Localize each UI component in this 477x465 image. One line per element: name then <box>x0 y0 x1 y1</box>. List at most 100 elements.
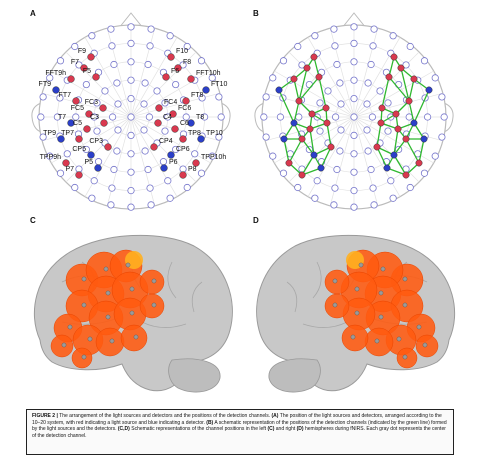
grid-position <box>316 127 324 135</box>
grid-position <box>179 165 187 173</box>
optode-marker <box>390 53 398 61</box>
grid-position <box>431 152 439 160</box>
channel-line <box>293 100 300 124</box>
panel-label-d: D <box>253 216 259 225</box>
grid-position <box>140 126 148 134</box>
grid-position <box>146 42 154 50</box>
grid-position <box>144 60 152 69</box>
grid-position <box>389 194 397 202</box>
optode-marker <box>425 86 433 94</box>
grid-position <box>295 113 303 121</box>
electrode-label: FFT9h <box>45 70 66 77</box>
grid-position <box>164 177 172 185</box>
optode-marker <box>390 151 398 159</box>
grid-position <box>350 168 358 176</box>
optode-marker <box>306 125 314 133</box>
grid-position <box>46 152 54 160</box>
optode-marker <box>373 143 381 151</box>
channel-line <box>320 146 332 169</box>
channel-dot <box>105 314 111 320</box>
optode-marker <box>280 135 288 143</box>
grid-position <box>127 58 135 66</box>
grid-position <box>350 131 358 140</box>
brain-sulcus <box>286 281 298 313</box>
electrode-marker <box>62 159 70 167</box>
grid-position <box>46 74 54 82</box>
grid-position <box>370 201 378 209</box>
electrode-marker <box>155 104 163 112</box>
channel-line <box>288 138 303 164</box>
electrode-label: P8 <box>188 166 197 173</box>
channel-line <box>298 67 308 102</box>
optode-marker <box>402 135 410 143</box>
grid-position <box>262 93 270 101</box>
channel-line <box>408 78 415 102</box>
electrode-label: F5 <box>83 68 91 75</box>
electrode-marker <box>167 151 175 159</box>
grid-position <box>93 127 101 135</box>
electrode-label: F7 <box>71 59 79 66</box>
head-map-channels <box>254 12 454 211</box>
channel-line <box>405 138 420 164</box>
grid-position <box>363 100 371 108</box>
caption-ref-a: (A) <box>271 413 279 419</box>
channel-line <box>318 76 327 109</box>
grid-position <box>350 58 358 66</box>
grid-position <box>146 184 154 192</box>
grid-position <box>350 95 358 103</box>
electrode-label: FFT10h <box>196 70 221 77</box>
electrode-label: C6 <box>180 120 189 127</box>
electrode-marker <box>160 164 168 172</box>
channel-line <box>408 100 415 124</box>
electrode-marker <box>52 86 60 94</box>
grid-position <box>191 150 199 158</box>
grid-position <box>183 183 191 192</box>
optode-marker <box>295 97 303 105</box>
grid-position <box>369 184 377 192</box>
electrode-marker <box>83 125 91 133</box>
grid-position <box>332 113 340 121</box>
channel-line <box>298 76 320 102</box>
grid-position <box>183 42 191 51</box>
electrode-marker <box>192 159 200 167</box>
grid-position <box>269 74 277 82</box>
electrode-marker <box>57 135 65 143</box>
grid-position <box>313 177 321 185</box>
grid-position <box>431 74 439 82</box>
electrode-marker <box>80 64 88 72</box>
grid-position <box>94 158 103 166</box>
grid-position <box>269 152 277 160</box>
electrode-marker <box>179 135 187 143</box>
optode-marker <box>410 119 418 127</box>
grid-position <box>367 60 375 69</box>
channel-line <box>283 138 290 164</box>
optode-marker <box>415 159 423 167</box>
brain-group <box>33 234 233 393</box>
grid-position <box>208 74 216 82</box>
grid-position <box>198 94 206 102</box>
caption-figure-number: FIGURE 2 | <box>32 413 58 419</box>
optode-marker <box>327 143 335 151</box>
brain-sulcus <box>302 321 348 328</box>
channel-dot <box>81 354 87 360</box>
grid-position <box>107 201 115 209</box>
grid-position <box>333 165 341 174</box>
grid-position <box>406 42 414 51</box>
grid-position <box>182 113 190 121</box>
electrode-label: FT8 <box>191 92 204 99</box>
optode-marker <box>323 119 331 127</box>
electrode-marker <box>85 110 93 118</box>
grid-position <box>367 165 375 174</box>
grid-position <box>172 80 180 89</box>
channel-dot <box>81 302 87 308</box>
grid-position <box>405 113 413 121</box>
electrode-marker <box>67 119 75 127</box>
grid-position <box>387 177 395 185</box>
brain-group <box>256 234 456 393</box>
grid-position <box>368 113 376 121</box>
nose <box>118 12 144 29</box>
grid-position <box>333 60 341 69</box>
electrode-label: TPP9h <box>40 154 62 161</box>
grid-position <box>420 169 429 177</box>
